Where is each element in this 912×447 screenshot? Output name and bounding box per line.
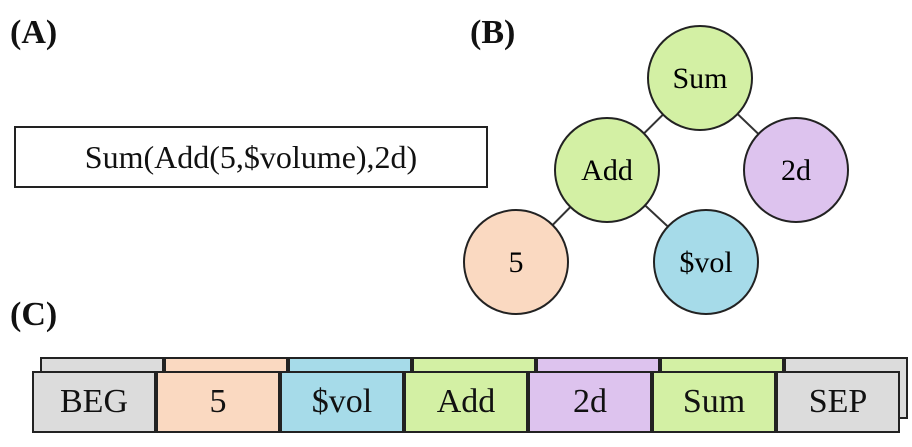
- tree-node-5: 5: [463, 209, 569, 315]
- tree-node-circle: [463, 209, 569, 315]
- tree-node-add: Add: [554, 117, 660, 223]
- panel-label-b: (B): [470, 14, 516, 51]
- tree-node-2d: 2d: [743, 117, 849, 223]
- token-add: Add: [404, 371, 528, 433]
- tree-node-label: $vol: [679, 246, 732, 279]
- token-label: Add: [436, 383, 496, 420]
- token-5: 5: [156, 371, 280, 433]
- panel-label-c: (C): [10, 296, 58, 333]
- tree-node-label: Add: [581, 154, 633, 187]
- tree-node-sum: Sum: [647, 25, 753, 131]
- tree-node-circle: [743, 117, 849, 223]
- tree-node-circle: [653, 209, 759, 315]
- token-sequence: BEG 5 $vol Add 2d Sum SEP: [32, 357, 908, 437]
- formula-text: Sum(Add(5,$volume),2d): [84, 138, 418, 175]
- tree-node-vol: $vol: [653, 209, 759, 315]
- tree-node-circle: [554, 117, 660, 223]
- token-label: Sum: [682, 383, 746, 420]
- token-label: BEG: [60, 383, 128, 420]
- tree-node-label: 5: [509, 246, 524, 279]
- token-sep: SEP: [776, 371, 900, 433]
- token-label: SEP: [808, 383, 868, 420]
- token-sum: Sum: [652, 371, 776, 433]
- tree-node-label: 2d: [781, 154, 811, 187]
- token-vol: $vol: [280, 371, 404, 433]
- tree-node-label: Sum: [672, 62, 727, 95]
- token-label: $vol: [311, 383, 373, 420]
- formula-box: Sum(Add(5,$volume),2d): [14, 126, 488, 188]
- token-beg: BEG: [32, 371, 156, 433]
- token-label: 2d: [573, 383, 607, 420]
- panel-label-a: (A): [10, 14, 58, 51]
- tree-node-circle: [647, 25, 753, 131]
- token-label: 5: [209, 383, 227, 420]
- token-2d: 2d: [528, 371, 652, 433]
